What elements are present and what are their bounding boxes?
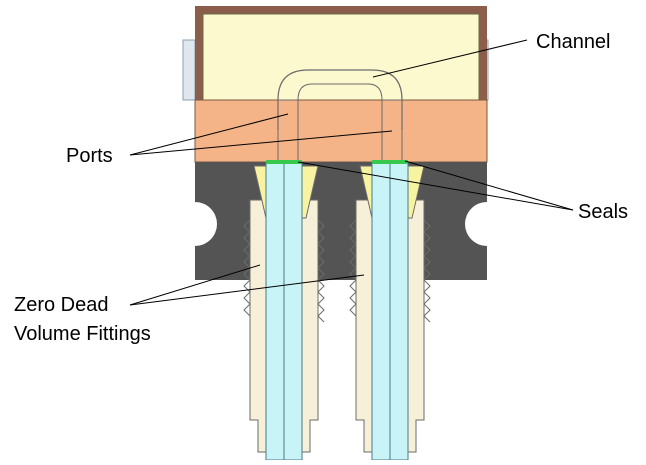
left-fitting-thread-right	[317, 219, 325, 323]
right-fitting-thread-right	[423, 219, 431, 323]
seals-label: Seals	[578, 201, 628, 223]
ports-leader-left	[129, 113, 289, 156]
ports-label: Ports	[66, 145, 113, 167]
left-side-panel	[182, 39, 196, 101]
right-fitting-thread-left	[349, 219, 357, 317]
ports-leader-right	[129, 130, 393, 156]
manifold-block	[195, 162, 487, 280]
channel-inner	[297, 83, 383, 101]
top-block	[202, 13, 480, 101]
right-seal	[372, 160, 408, 164]
seals-leader-left	[297, 161, 574, 211]
right-manifold-hole	[465, 202, 487, 246]
fittings-leader-left	[129, 264, 261, 306]
left-seal	[266, 160, 302, 164]
fittings-label-line1: Zero Dead	[14, 294, 109, 316]
channel	[277, 69, 403, 130]
fittings-label-line2: Volume Fittings	[14, 323, 151, 345]
left-manifold-hole	[195, 202, 217, 246]
seals-leader-right	[404, 160, 574, 211]
fittings-leader-right	[129, 274, 365, 306]
channel-label: Channel	[536, 31, 611, 53]
port-block	[194, 99, 488, 163]
channel-leader	[372, 39, 528, 78]
